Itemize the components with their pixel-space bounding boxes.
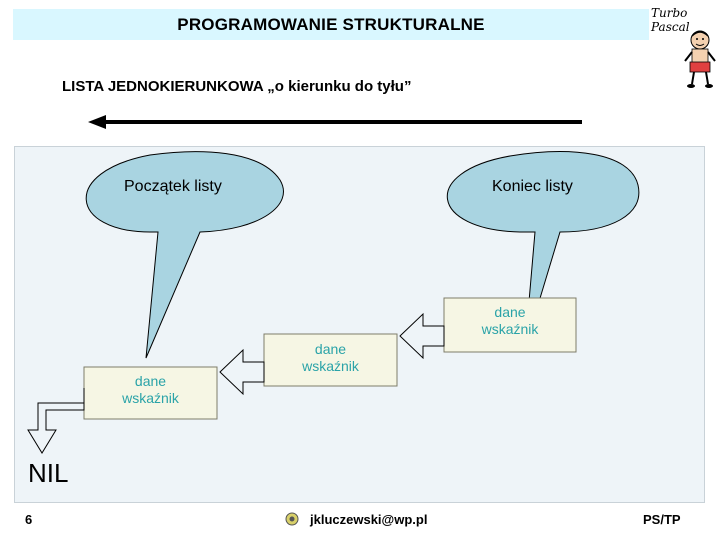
footer-right-label: PS/TP: [643, 512, 681, 527]
node-label: dane wskaźnik: [264, 341, 397, 375]
pointer-arrow: [220, 350, 264, 394]
book-icon: [286, 513, 298, 525]
node-data-field: dane: [444, 304, 576, 321]
node-label: dane wskaźnik: [444, 304, 576, 338]
page-number: 6: [25, 512, 32, 527]
callout-end-label: Koniec listy: [492, 178, 602, 196]
node-pointer-field: wskaźnik: [444, 321, 576, 338]
node-pointer-field: wskaźnik: [84, 390, 217, 407]
node-pointer-field: wskaźnik: [264, 358, 397, 375]
pointer-arrow: [400, 314, 444, 358]
callout-start-label: Początek listy: [124, 178, 244, 196]
node-data-field: dane: [84, 373, 217, 390]
nil-arrow: [28, 388, 84, 453]
footer-email: jkluczewski@wp.pl: [310, 512, 427, 527]
nil-label: NIL: [28, 458, 68, 489]
node-label: dane wskaźnik: [84, 373, 217, 407]
node-data-field: dane: [264, 341, 397, 358]
